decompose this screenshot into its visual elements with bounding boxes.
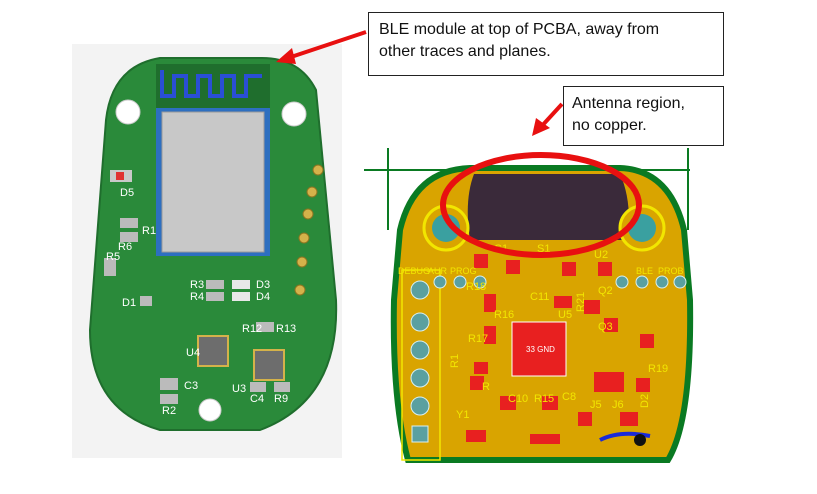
callout-antenna: Antenna region, no copper. <box>563 86 724 146</box>
silk-y1: Y1 <box>456 409 469 421</box>
antenna-highlight-ellipse <box>440 152 642 258</box>
led-d3 <box>232 280 250 289</box>
arrow-antenna-head <box>532 118 550 136</box>
silk-debug: DEBUG <box>398 266 430 276</box>
silk-ble: BLE <box>636 266 653 276</box>
silk-r15: R15 <box>534 393 554 405</box>
silk-r18: R18 <box>466 281 486 293</box>
callout-antenna-line1: Antenna region, <box>572 95 685 112</box>
silk-u4: U4 <box>186 347 200 359</box>
silk-r6: R6 <box>118 241 132 253</box>
led-d4 <box>232 292 250 301</box>
silk-r17: R17 <box>468 333 488 345</box>
silk-r5: R5 <box>106 251 120 263</box>
annotations <box>276 30 642 258</box>
silk-c8: C8 <box>562 391 576 403</box>
ic-u5 <box>511 321 567 377</box>
ble-module-shield <box>161 111 265 253</box>
silk-r1: R1 <box>142 225 156 237</box>
silk-c11: C11 <box>530 291 549 303</box>
silk-prog: PROG <box>450 266 477 276</box>
silk-r3: R3 <box>190 279 204 291</box>
arrow-ble-head <box>276 48 296 64</box>
silk-q3: Q3 <box>598 321 613 333</box>
silk-r19: R19 <box>648 363 668 375</box>
silk-d4: D4 <box>256 291 270 303</box>
resistor-r9 <box>274 382 290 392</box>
silk-j6: J6 <box>612 399 624 411</box>
resistor-r5 <box>104 258 116 276</box>
silk-r2: R2 <box>162 405 176 417</box>
header-pads <box>410 280 430 443</box>
silk-j5: J5 <box>590 399 602 411</box>
cap-c4 <box>250 382 266 392</box>
silk-d5: D5 <box>120 187 134 199</box>
led-d5-red <box>116 172 124 180</box>
silk-r12: R12 <box>242 323 262 335</box>
red-pads <box>466 254 654 444</box>
cap-c3 <box>160 378 178 390</box>
callout-ble-line1: BLE module at top of PCBA, away from <box>379 21 660 38</box>
resistor-r2 <box>160 394 178 404</box>
silk-q2: Q2 <box>598 285 613 297</box>
mount-hole-bottom <box>198 398 222 422</box>
silk-u5: U5 <box>558 309 572 321</box>
silk-c3: C3 <box>184 380 198 392</box>
silk-d1: D1 <box>122 297 136 309</box>
resistor-r4 <box>206 292 224 301</box>
silk-u3: U3 <box>232 383 246 395</box>
silk-ic-pad-label: 33 GND <box>526 345 555 354</box>
callout-ble-module: BLE module at top of PCBA, away from oth… <box>368 12 724 76</box>
silk-r4: R4 <box>190 291 204 303</box>
silk-r1-right: R1 <box>449 354 461 368</box>
right-pcb-layout: C1 S1 U2 DEBUG AUR PROG BLE PROB R18 C11… <box>364 148 694 463</box>
left-pcb-render: D5 R1 R6 R5 D1 R3 D3 R4 D4 R12 R13 U4 C3… <box>72 44 342 458</box>
mount-hole-top-left <box>115 99 141 125</box>
right-mount-hole-left <box>432 214 460 242</box>
resistor-r6 <box>120 232 138 242</box>
callout-ble-line2: other traces and planes. <box>379 43 551 60</box>
arrow-ble-shaft <box>287 30 367 60</box>
silk-d3: D3 <box>256 279 270 291</box>
silk-aur: AUR <box>428 266 448 276</box>
silk-r: R <box>482 381 490 393</box>
silk-u2: U2 <box>594 249 608 261</box>
callout-antenna-line2: no copper. <box>572 117 647 134</box>
ic-u4 <box>197 335 229 367</box>
silk-r9: R9 <box>274 393 288 405</box>
resistor-r1 <box>120 218 138 228</box>
header-outline <box>401 269 441 461</box>
silk-c10: C10 <box>508 393 528 405</box>
diode-d1 <box>140 296 152 306</box>
antenna-trace <box>160 70 262 98</box>
resistor-r12 <box>256 322 274 332</box>
silk-c4: C4 <box>250 393 264 405</box>
silk-prob: PROB <box>658 266 684 276</box>
via-dark <box>634 434 646 446</box>
resistor-r3 <box>206 280 224 289</box>
test-pads <box>433 275 687 289</box>
ic-u3 <box>253 349 285 381</box>
mount-hole-top-right <box>281 101 307 127</box>
silk-r21: R21 <box>575 292 587 312</box>
silk-r13: R13 <box>276 323 296 335</box>
antenna-keepout-region <box>467 174 629 240</box>
silk-r16: R16 <box>494 309 514 321</box>
edge-pads <box>294 164 324 296</box>
silk-d2: D2 <box>639 394 651 408</box>
blue-trace <box>599 431 651 442</box>
